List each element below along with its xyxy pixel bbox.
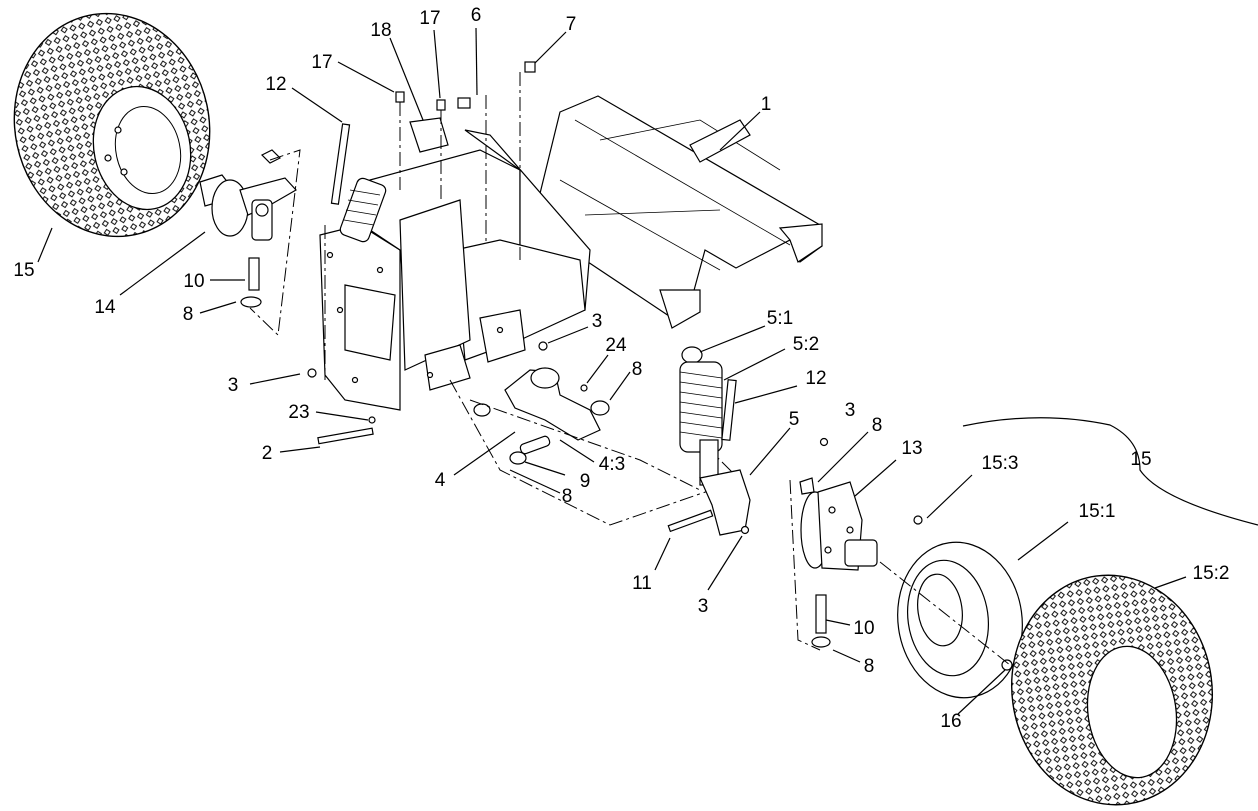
- right-shock-absorber: [667, 346, 829, 536]
- callout-7: 7: [566, 14, 577, 35]
- callout-8-left: 8: [183, 304, 194, 325]
- callout-15-right: 15: [1130, 449, 1151, 470]
- callout-18: 18: [370, 20, 391, 41]
- callout-3-c: 3: [845, 400, 856, 421]
- callout-8-d: 8: [872, 415, 883, 436]
- callout-8-c: 8: [562, 486, 573, 507]
- callout-8-e: 8: [864, 656, 875, 677]
- callout-3-d: 3: [698, 596, 709, 617]
- left-shock-absorber: [339, 177, 387, 243]
- callout-11: 11: [632, 573, 652, 594]
- callout-labels: 15 14 10 8 12 17 18 17 6 7 1 3 3 23 2 24…: [13, 5, 1229, 732]
- callout-1: 1: [761, 94, 772, 115]
- callout-3-b: 3: [228, 375, 239, 396]
- right-spindle-hub: [789, 477, 878, 651]
- frame-chassis: [519, 95, 823, 329]
- callout-10-right: 10: [853, 618, 874, 639]
- callout-24: 24: [605, 335, 627, 356]
- callout-2: 2: [262, 443, 273, 464]
- callout-12-b: 12: [805, 368, 826, 389]
- right-wheel-tire: [1010, 574, 1214, 806]
- callout-5-1: 5:1: [767, 308, 793, 329]
- callout-3-a: 3: [592, 311, 603, 332]
- callout-15-left: 15: [13, 260, 34, 281]
- wheel-assembly-bracket: [962, 417, 1258, 526]
- right-wheel-rim: [879, 515, 1023, 699]
- callout-9: 9: [580, 471, 591, 492]
- left-wheel-tire: [13, 12, 211, 238]
- callout-23: 23: [288, 402, 309, 423]
- callout-17-b: 17: [419, 8, 440, 29]
- callout-10-left: 10: [183, 271, 204, 292]
- callout-8-b: 8: [632, 359, 643, 380]
- callout-13: 13: [901, 438, 922, 459]
- callout-15-3: 15:3: [982, 453, 1019, 474]
- a-arm-assembly: [307, 341, 741, 526]
- left-spindle-hub: [199, 149, 301, 337]
- callout-17-a: 17: [311, 52, 332, 73]
- callout-15-2: 15:2: [1193, 563, 1230, 584]
- bracket-and-bolts: [324, 61, 536, 380]
- callout-4: 4: [435, 470, 446, 491]
- callout-4-3: 4:3: [599, 454, 625, 475]
- callout-16: 16: [940, 711, 961, 732]
- frame-side-plates: [319, 129, 591, 411]
- callout-12-top: 12: [265, 74, 286, 95]
- callout-5-2: 5:2: [793, 334, 819, 355]
- callout-6: 6: [471, 5, 482, 26]
- callout-5: 5: [789, 409, 800, 430]
- callout-15-1: 15:1: [1079, 501, 1116, 522]
- callout-14: 14: [94, 297, 116, 318]
- leader-lines: [37, 27, 1187, 715]
